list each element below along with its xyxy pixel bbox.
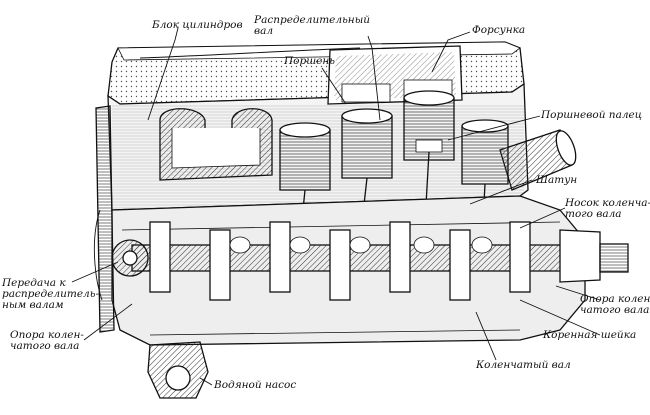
label-camshaft-drive: Передача к распределитель- ным валам	[2, 277, 99, 311]
label-piston-pin: Поршневой палец	[541, 109, 643, 121]
label-main-journal: Коренная шейка	[543, 329, 637, 341]
piston-1	[279, 122, 331, 241]
label-crankshaft-nose: Носок коленча- того вала	[565, 197, 650, 220]
label-connecting-rod: Шатун	[536, 174, 578, 186]
label-piston: Поршень	[284, 55, 335, 67]
water-pump-drawing	[147, 341, 209, 399]
label-crankshaft: Коленчатый вал	[476, 359, 571, 371]
label-injector: Форсунка	[472, 24, 526, 36]
crankshaft-drawing	[131, 221, 593, 301]
label-water-pump: Водяной насос	[214, 379, 297, 391]
label-crankshaft-support-left: Опора колен- чатого вала	[10, 329, 84, 352]
drive-shaft-left	[93, 105, 115, 333]
piston-4	[461, 119, 509, 241]
camshaft-drive-gears	[111, 239, 149, 277]
label-camshaft: Распределительный вал	[254, 14, 371, 37]
exhaust-pipe	[499, 129, 577, 191]
cylinder-cutaway	[327, 45, 463, 105]
leader-lines	[71, 27, 601, 386]
label-cylinder-block: Блок цилиндров	[152, 19, 243, 31]
intake-manifold	[159, 108, 273, 181]
label-crankshaft-support-right: Опора колен- чатого вала	[580, 293, 650, 316]
piston-3	[403, 90, 455, 241]
crankshaft-nose-drawing	[559, 229, 629, 283]
